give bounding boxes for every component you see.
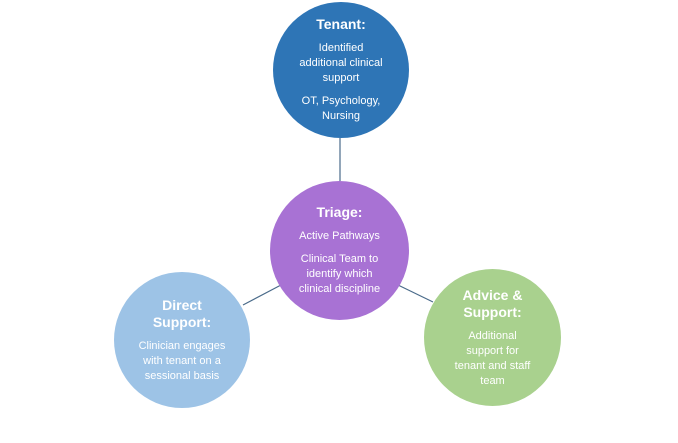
- direct-support-title: Direct: [162, 296, 202, 313]
- triage-node: Triage: Active Pathways Clinical Team to…: [270, 181, 409, 320]
- advice-support-text-line: support for: [466, 344, 519, 357]
- advice-support-node: Advice & Support: Additional support for…: [424, 269, 561, 406]
- tenant-title: Tenant:: [316, 16, 366, 32]
- direct-support-text-line: Clinician engages: [138, 339, 226, 352]
- advice-support-title: Support:: [463, 303, 522, 320]
- advice-support-text-line: team: [480, 374, 505, 387]
- triage-text-line: identify which: [306, 268, 373, 280]
- connector-triage-direct: [242, 284, 282, 306]
- advice-support-text-line: Additional: [468, 329, 517, 342]
- tenant-text-line: additional clinical: [299, 57, 383, 69]
- direct-support-text-line: with tenant on a: [143, 354, 221, 367]
- connector-triage-advice: [397, 284, 434, 303]
- triage-title: Triage:: [316, 204, 363, 220]
- direct-support-text-line: sessional basis: [144, 369, 220, 382]
- advice-support-text-line: tenant and staff: [454, 359, 531, 372]
- tenant-node: Tenant: Identified additional clinical s…: [273, 2, 409, 138]
- advice-support-title: Advice &: [462, 286, 523, 303]
- triage-text-line: Clinical Team to: [300, 253, 379, 265]
- tenant-text-line: Identified: [318, 42, 364, 54]
- tenant-text-line: support: [322, 72, 360, 84]
- triage-pathway-line: Active Pathways: [299, 230, 380, 242]
- tenant-disciplines-line: OT, Psychology,: [301, 95, 381, 107]
- direct-support-node: Direct Support: Clinician engages with t…: [114, 272, 250, 408]
- tenant-disciplines-line: Nursing: [322, 110, 360, 122]
- triage-text-line: clinical discipline: [298, 283, 381, 295]
- direct-support-title: Support:: [152, 313, 212, 330]
